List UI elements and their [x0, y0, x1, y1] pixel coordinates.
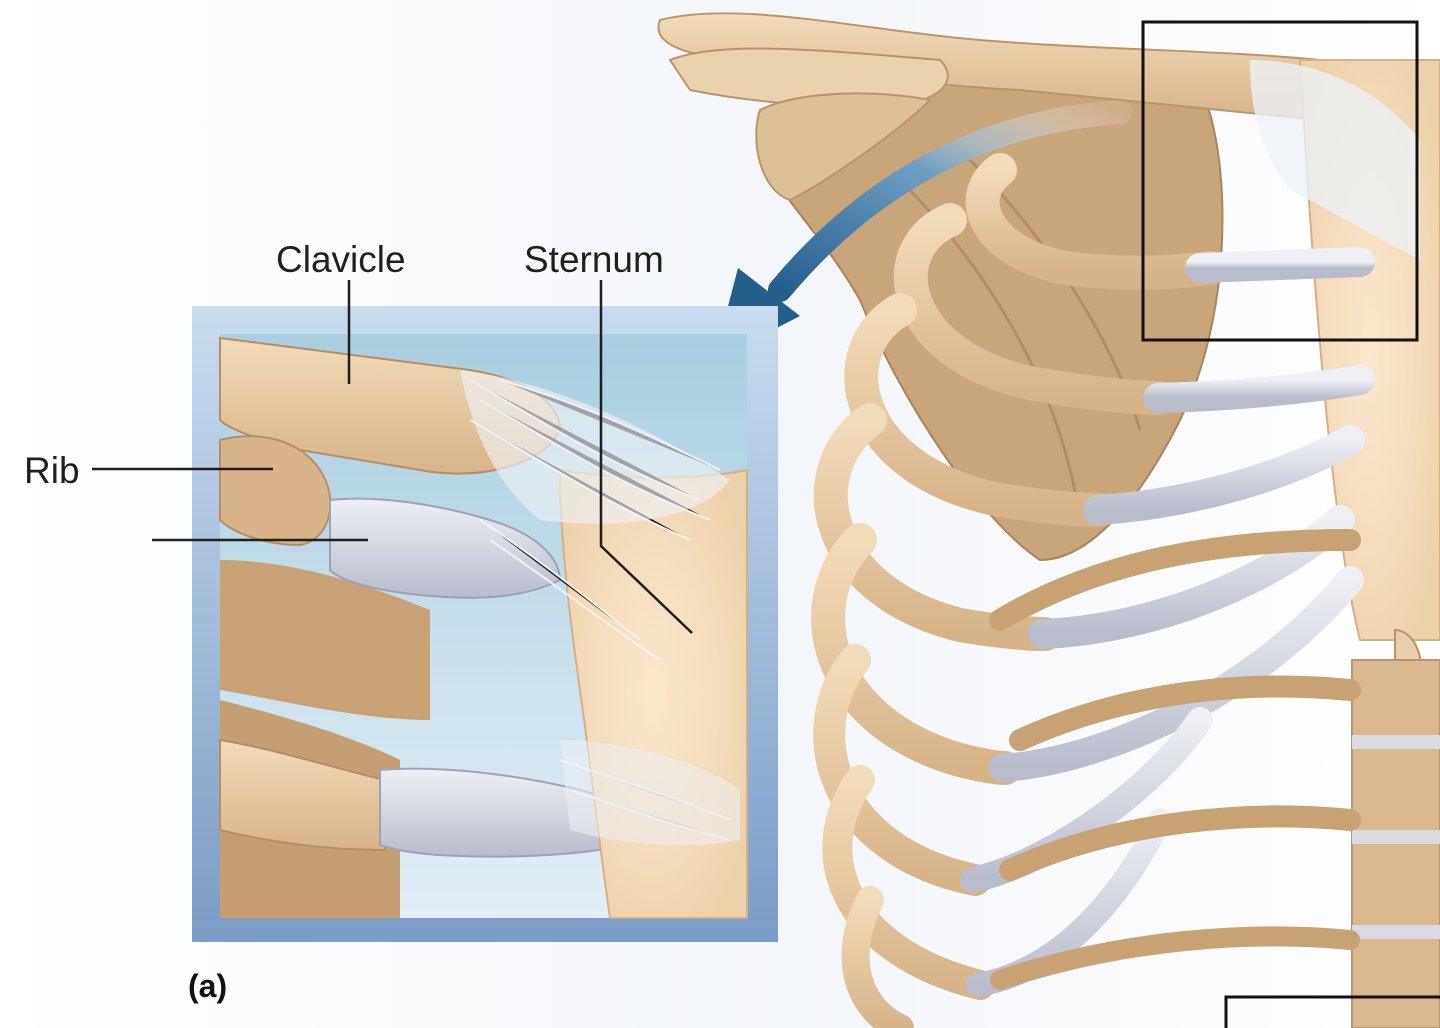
- panel-b-box-edge: [1224, 995, 1440, 1028]
- clavicle-label: Clavicle: [276, 239, 406, 280]
- rib-label: Rib: [24, 450, 80, 491]
- sternum-leader: [599, 280, 693, 634]
- sternoclavicular-ligament-overview: [1250, 60, 1420, 260]
- vertebral-column: [1351, 659, 1440, 1028]
- acromion: [668, 47, 949, 108]
- leader-lines: [92, 280, 693, 634]
- inset-rib: [219, 435, 332, 547]
- thorax-skeleton: [657, 12, 1440, 1028]
- inset-anatomy: [219, 336, 748, 919]
- inset-panel: [192, 306, 778, 942]
- panel-label: (a): [188, 968, 228, 1004]
- sternum-label: Sternum: [524, 239, 664, 280]
- zoom-region-box: [1141, 20, 1419, 342]
- ribs: [811, 153, 1375, 1028]
- coracoid: [755, 92, 933, 202]
